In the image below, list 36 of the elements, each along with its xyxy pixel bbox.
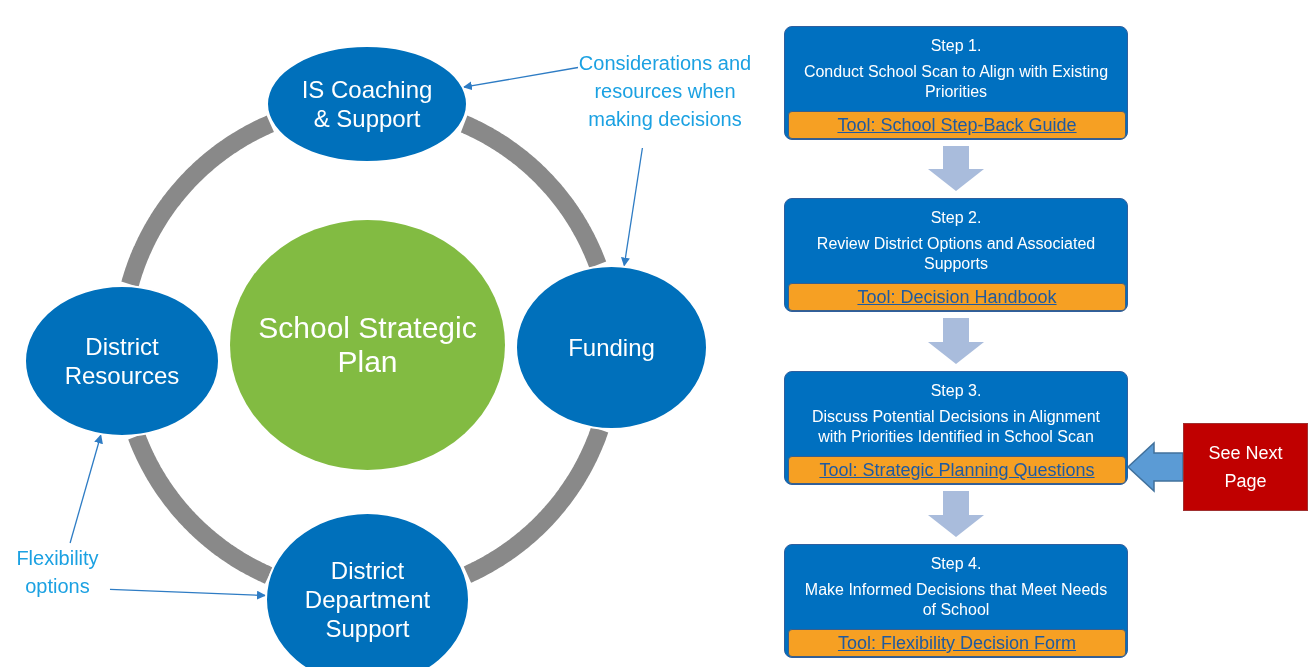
tool-bar — [788, 111, 1126, 139]
circle-label: District Resources — [63, 332, 181, 390]
step-box — [784, 544, 1128, 658]
arrow — [109, 588, 266, 600]
tool-link: Tool: School Step-Back Guide — [837, 114, 1077, 136]
block-arrow — [928, 491, 984, 537]
callout-label: See Next Page — [1207, 442, 1284, 493]
step-description: Discuss Potential Decisions in Alignment with Priorities Identified in School Scan — [810, 407, 1102, 447]
step-box — [784, 198, 1128, 312]
tool-bar — [788, 629, 1126, 657]
block-arrow — [928, 318, 984, 364]
circle-label: School Strategic Plan — [257, 311, 478, 379]
arrow — [621, 147, 644, 267]
callout-box — [1183, 423, 1308, 511]
step-description: Review District Options and Associated Supports — [815, 234, 1097, 274]
arrow — [69, 434, 103, 544]
block-arrow — [928, 146, 984, 191]
circle-label: IS Coaching & Support — [300, 75, 434, 133]
block-arrow — [1126, 441, 1184, 493]
circle-label: Funding — [568, 333, 655, 362]
circle-label: District Department Support — [303, 556, 432, 643]
step-box — [784, 371, 1128, 485]
step-description: Conduct School Scan to Align with Existing Priorities — [802, 62, 1110, 102]
tool-link: Tool: Decision Handbook — [857, 286, 1057, 308]
step-heading: Step 3. — [930, 381, 982, 401]
step-box — [784, 26, 1128, 140]
annotation-text: Considerations and resources when making decisions — [578, 50, 752, 132]
step-heading: Step 1. — [930, 36, 982, 56]
annotation-text: Flexibility options — [15, 546, 100, 599]
tool-link: Tool: Strategic Planning Questions — [819, 459, 1095, 481]
step-description: Make Informed Decisions that Meet Needs of School — [803, 580, 1109, 620]
tool-link: Tool: Flexibility Decision Form — [837, 632, 1077, 654]
tool-bar — [788, 283, 1126, 311]
step-heading: Step 4. — [930, 554, 982, 574]
step-heading: Step 2. — [930, 208, 982, 228]
tool-bar — [788, 456, 1126, 484]
